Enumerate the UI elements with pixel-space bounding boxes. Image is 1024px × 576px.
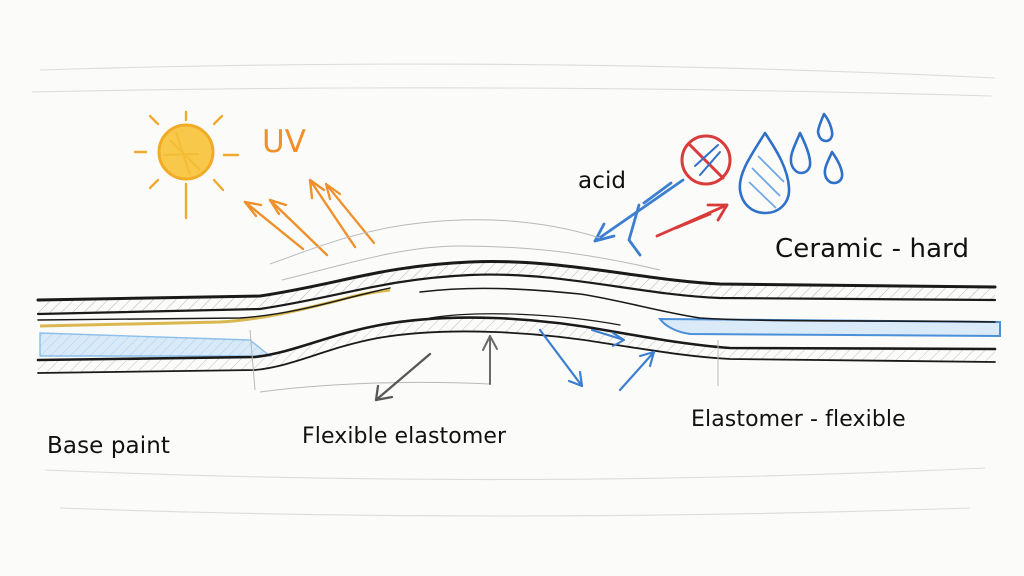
prohibited-icon: [680, 134, 732, 186]
uv-label: UV: [262, 124, 307, 160]
acid-arrow-blue: [593, 178, 685, 257]
elastomer-arrow-blue-3: [591, 329, 625, 347]
elastomer-label: Elastomer - flexible: [691, 407, 906, 432]
water-drop-icon: [738, 112, 844, 215]
elastomer-arrow-blue-2: [618, 350, 656, 392]
uv-arrow-1: [243, 200, 305, 251]
elastomer-arrow-left: [374, 352, 432, 402]
acid-label: acid: [578, 168, 627, 194]
elastomer-arrow-blue-1: [538, 328, 584, 388]
uv-arrow-3: [308, 178, 357, 249]
acid-arrows: [593, 178, 729, 257]
uv-arrow-4: [324, 182, 376, 245]
base-paint-label: Base paint: [47, 433, 170, 459]
layer-outlines: [36, 260, 997, 374]
sun-icon: [133, 110, 240, 220]
flexible-elastomer-label: Flexible elastomer: [302, 424, 507, 449]
flexible-elastomer-arrows: [374, 328, 656, 402]
acid-arrow-red: [655, 203, 729, 238]
right-blue-layer: [658, 317, 1001, 338]
uv-arrow-2: [268, 198, 329, 257]
background-sketch-lines: [31, 63, 996, 517]
ceramic-label: Ceramic - hard: [775, 234, 970, 264]
ceramic-hatch-band: [38, 261, 995, 314]
sketch-overlays: [249, 219, 719, 393]
coating-layer-stack: [36, 219, 1001, 393]
uv-arrows: [243, 178, 376, 257]
elastomer-arrow-center: [482, 335, 498, 385]
